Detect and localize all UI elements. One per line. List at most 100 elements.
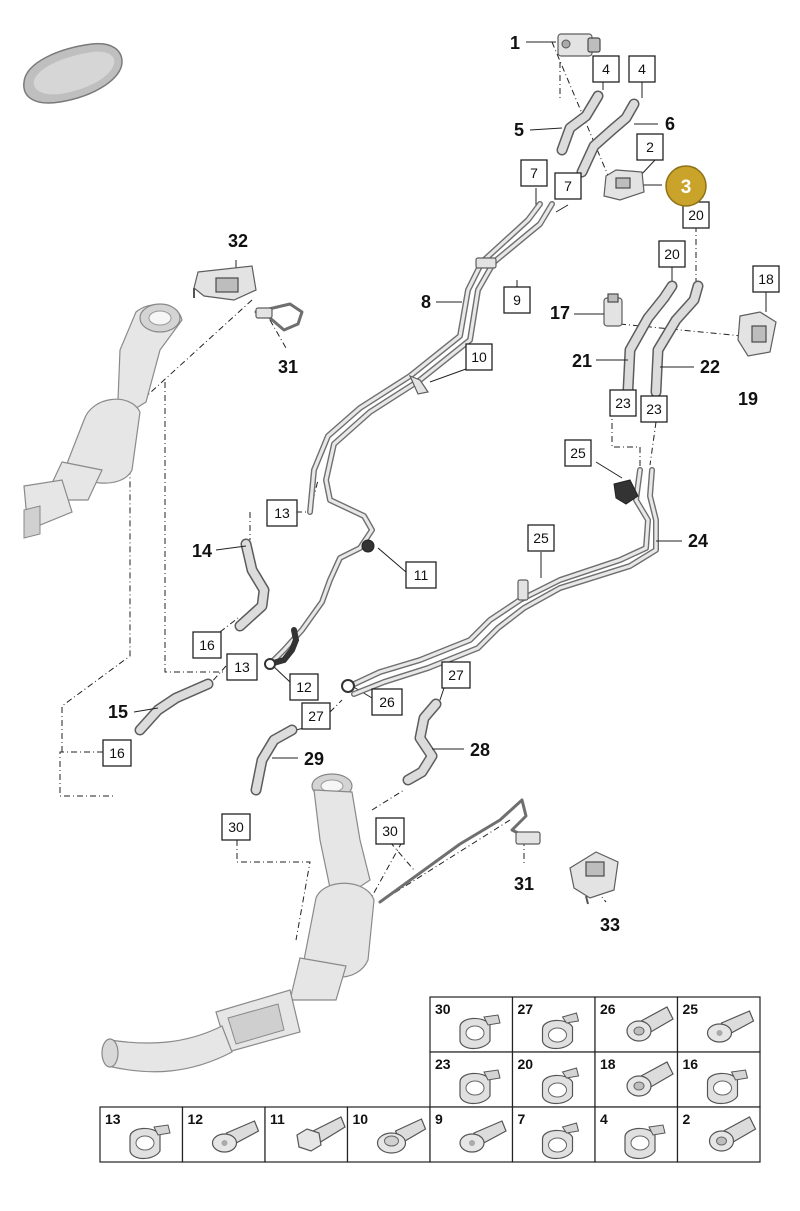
sensor-wire-31-right <box>378 798 541 904</box>
callout-6: 6 <box>665 114 675 134</box>
hardware-cell-27: 27 <box>511 996 596 1053</box>
box-callout-18: 18 <box>752 265 780 293</box>
car-thumbnail-icon <box>23 42 123 104</box>
box-callout-25b: 25 <box>527 524 555 552</box>
hardware-cell-7: 7 <box>511 1106 596 1163</box>
svg-text:4: 4 <box>602 61 610 77</box>
svg-text:23: 23 <box>646 401 662 417</box>
highlighted-callout-3[interactable]: 3 <box>665 165 707 207</box>
bracket-33 <box>569 851 619 905</box>
hardware-cell-23: 23 <box>429 1051 514 1108</box>
hardware-cell-10: 10 <box>346 1106 431 1163</box>
svg-text:9: 9 <box>513 292 521 308</box>
hardware-label: 18 <box>600 1056 616 1072</box>
svg-text:7: 7 <box>564 178 572 194</box>
hardware-label: 10 <box>353 1111 369 1127</box>
svg-text:25: 25 <box>533 530 549 546</box>
hose-14 <box>234 538 270 632</box>
pipe-line-8 <box>267 201 555 667</box>
hardware-cell-4: 4 <box>594 1106 679 1163</box>
box-callout-27b: 27 <box>301 702 331 730</box>
svg-text:13: 13 <box>234 659 250 675</box>
left-catalytic-converter <box>23 303 183 539</box>
hardware-label: 13 <box>105 1111 121 1127</box>
box-callout-9: 9 <box>503 286 531 314</box>
plain-callouts: 1 5 6 8 14 15 17 19 21 22 24 28 29 31 31… <box>108 33 758 935</box>
callout-31-left: 31 <box>278 357 298 377</box>
hardware-label: 23 <box>435 1056 451 1072</box>
box-callout-7b: 7 <box>554 172 582 200</box>
hardware-label: 16 <box>683 1056 699 1072</box>
hardware-cell-2: 2 <box>676 1106 761 1163</box>
hose-29 <box>250 724 298 796</box>
hardware-cell-18: 18 <box>594 1051 679 1108</box>
hose-12-dark <box>267 627 300 667</box>
hardware-label: 9 <box>435 1111 443 1127</box>
box-callout-11: 11 <box>405 561 437 589</box>
hardware-cell-26: 26 <box>594 996 679 1053</box>
box-callout-23a: 23 <box>609 389 637 417</box>
svg-text:16: 16 <box>199 637 215 653</box>
hardware-cell-13: 13 <box>99 1106 184 1163</box>
clip-11 <box>361 539 375 553</box>
svg-text:18: 18 <box>758 271 774 287</box>
callout-19: 19 <box>738 389 758 409</box>
leader-lines <box>59 41 767 941</box>
solenoid-valve-1 <box>557 33 601 57</box>
callout-32: 32 <box>228 231 248 251</box>
hose-6 <box>576 98 640 178</box>
box-callout-27a: 27 <box>441 661 471 689</box>
box-callout-2: 2 <box>636 133 664 161</box>
box-callout-30b: 30 <box>375 817 405 845</box>
svg-text:13: 13 <box>274 505 290 521</box>
hose-28 <box>402 698 442 786</box>
hardware-label: 25 <box>683 1001 699 1017</box>
callout-33: 33 <box>600 915 620 935</box>
pressure-sensor-17 <box>603 293 623 327</box>
clip-25-upper <box>613 479 639 505</box>
hardware-cell-9: 9 <box>429 1106 514 1163</box>
bracket-2 <box>603 169 645 201</box>
right-catalytic-converter <box>101 773 375 1073</box>
svg-text:11: 11 <box>414 567 429 583</box>
box-callout-20b: 20 <box>658 240 686 268</box>
svg-text:27: 27 <box>308 708 324 724</box>
svg-text:3: 3 <box>681 177 692 198</box>
callout-8: 8 <box>421 292 431 312</box>
svg-text:12: 12 <box>296 679 312 695</box>
hardware-label: 27 <box>518 1001 534 1017</box>
clip-9 <box>475 257 497 269</box>
hose-22 <box>650 280 704 398</box>
clip-26 <box>341 679 355 693</box>
callout-ticks <box>133 41 694 759</box>
box-callout-13b: 13 <box>226 653 258 681</box>
hardware-label: 7 <box>518 1111 526 1127</box>
sensor-wire-31-left <box>254 302 304 332</box>
box-callout-23b: 23 <box>640 395 668 423</box>
hardware-label: 2 <box>683 1111 691 1127</box>
callout-28: 28 <box>470 740 490 760</box>
hose-21 <box>622 280 678 396</box>
svg-text:20: 20 <box>664 246 680 262</box>
clip-25-lower <box>517 579 529 601</box>
valve-19 <box>737 311 777 357</box>
hardware-label: 26 <box>600 1001 616 1017</box>
box-callout-13a: 13 <box>266 499 298 527</box>
box-callout-26: 26 <box>371 688 403 716</box>
boxed-callouts: 4 4 2 7 7 20 20 18 9 10 23 23 25 25 13 1… <box>102 55 780 845</box>
clip-12 <box>264 658 276 670</box>
svg-text:30: 30 <box>228 819 244 835</box>
callout-29: 29 <box>304 749 324 769</box>
callout-22: 22 <box>700 357 720 377</box>
box-callout-10: 10 <box>465 343 493 371</box>
callout-5: 5 <box>514 120 524 140</box>
callout-21: 21 <box>572 351 592 371</box>
callout-31-right: 31 <box>514 874 534 894</box>
hardware-label: 30 <box>435 1001 451 1017</box>
callout-17: 17 <box>550 303 570 323</box>
svg-text:7: 7 <box>530 165 538 181</box>
svg-text:30: 30 <box>382 823 398 839</box>
box-callout-4a: 4 <box>592 55 620 83</box>
box-callout-30a: 30 <box>221 813 251 841</box>
